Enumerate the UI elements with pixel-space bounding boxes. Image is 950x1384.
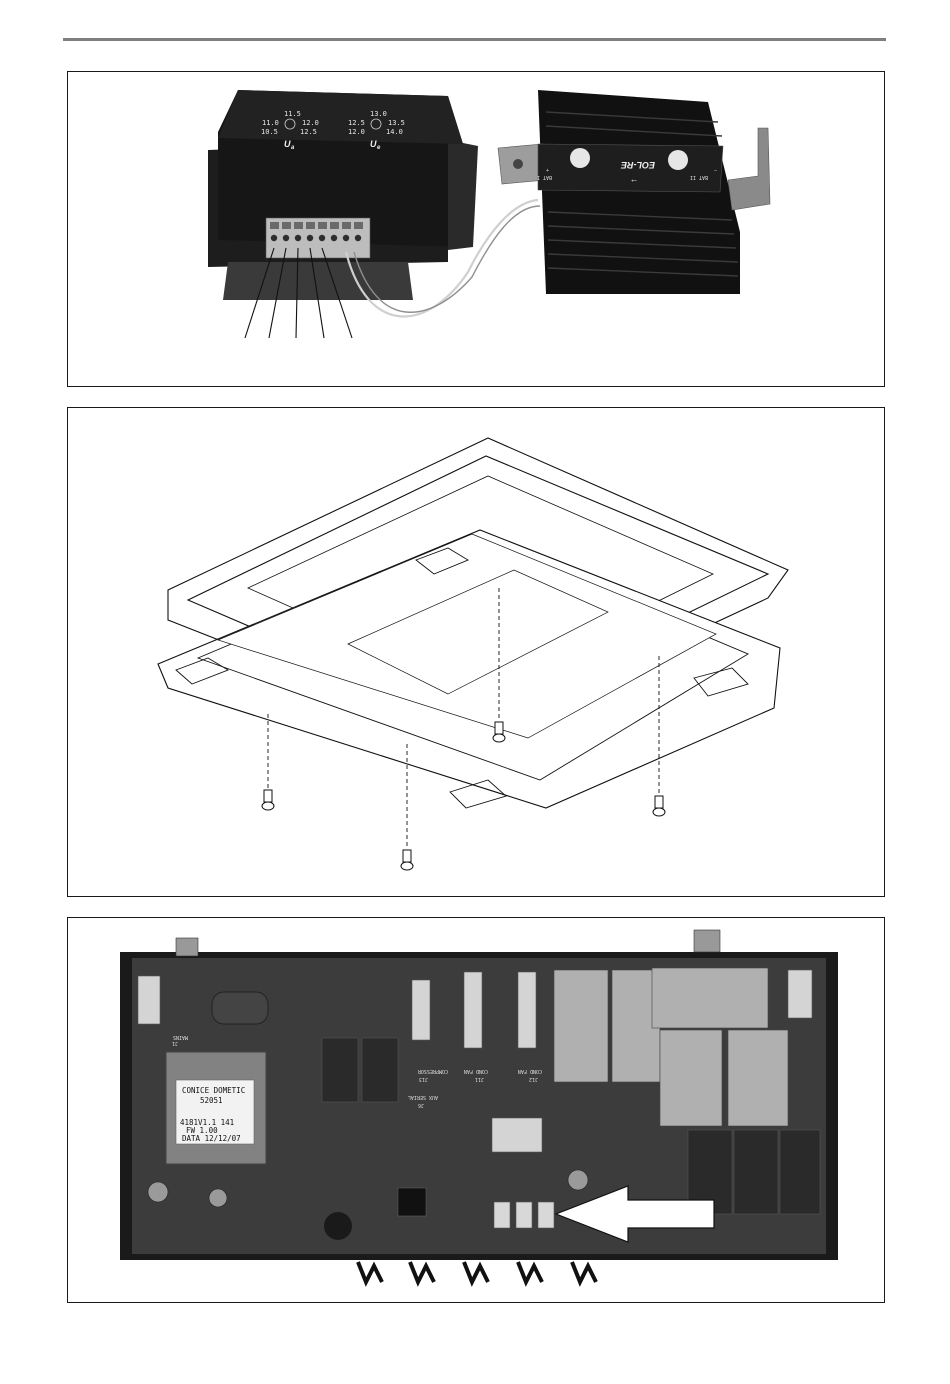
- sticker-line-1: CONICE DOMETIC: [182, 1086, 245, 1095]
- header-rule: [63, 38, 886, 41]
- figure-voltage-controller: 11.5 11.0 12.0 10.5 12.5 U a 13.0 12.5 1…: [67, 71, 885, 387]
- sticker-line-2: 52051: [200, 1096, 223, 1105]
- dial-right-v4: 12.0: [348, 128, 365, 136]
- term-bat-right: BAT II: [690, 174, 708, 180]
- dial-left-v2: 11.0: [262, 119, 279, 127]
- battery-regulator: EOL-RE ← BAT I BAT II + –: [498, 90, 770, 294]
- controller-illustration: 11.5 11.0 12.0 10.5 12.5 U a 13.0 12.5 1…: [68, 72, 886, 388]
- buzzer: [324, 1212, 352, 1240]
- figure-control-board: CONICE DOMETIC 52051 4181V1.1 141 FW 1.0…: [67, 917, 885, 1303]
- choke-coil: [212, 992, 268, 1024]
- box-top-face: [218, 90, 463, 144]
- silk-j11: J11: [475, 1076, 484, 1082]
- silk-cond-fan-2: COND FAN: [518, 1068, 542, 1074]
- silk-j6: J6: [418, 1102, 424, 1108]
- screw-icon: [493, 722, 505, 742]
- regulator-label: EOL-RE: [620, 160, 655, 170]
- silk-mains: MAINS: [173, 1034, 188, 1040]
- microcontroller-chip: [398, 1188, 426, 1216]
- dial-left-symbol: U: [284, 139, 291, 149]
- silk-j13: J13: [419, 1076, 428, 1082]
- silk-cond-fan: COND FAN: [464, 1068, 488, 1074]
- box-base: [223, 262, 413, 300]
- transformer: CONICE DOMETIC 52051 4181V1.1 141 FW 1.0…: [166, 1052, 266, 1164]
- flange-right: [448, 140, 478, 250]
- dial-left-v3: 12.0: [302, 119, 319, 127]
- silk-aux-serial: AUX SERIAL: [408, 1094, 438, 1100]
- dial-right-symbol: U: [370, 139, 377, 149]
- dial-left-v5: 12.5: [300, 128, 317, 136]
- dial-right-v3: 13.5: [388, 119, 405, 127]
- silk-j12: J12: [529, 1076, 538, 1082]
- figure-ceiling-frame: [67, 407, 885, 897]
- dial-left-v4: 10.5: [261, 128, 278, 136]
- screw-icon: [653, 796, 665, 816]
- dial-right-v5: 14.0: [386, 128, 403, 136]
- direction-arrow-icon: ←: [630, 174, 639, 184]
- term-bat-left: BAT I: [537, 174, 552, 180]
- led-indicator-2: [668, 150, 688, 170]
- sticker-line-5: DATA 12/12/07: [182, 1134, 241, 1143]
- dial-right-v1: 13.0: [370, 110, 387, 118]
- term-plus: +: [546, 168, 549, 174]
- spring-clips: [358, 1262, 596, 1282]
- pcb-photo: CONICE DOMETIC 52051 4181V1.1 141 FW 1.0…: [68, 918, 886, 1304]
- dial-left-v1: 11.5: [284, 110, 301, 118]
- screw-icon: [401, 850, 413, 870]
- led-indicator-1: [570, 148, 590, 168]
- terminal-lug-right: [728, 128, 770, 210]
- dial-right-v2: 12.5: [348, 119, 365, 127]
- silk-compressor: COMPRESSOR: [417, 1068, 448, 1074]
- screw-icon: [262, 790, 274, 810]
- dip-switches[interactable]: [494, 1202, 554, 1228]
- frame-exploded-view: [68, 408, 886, 898]
